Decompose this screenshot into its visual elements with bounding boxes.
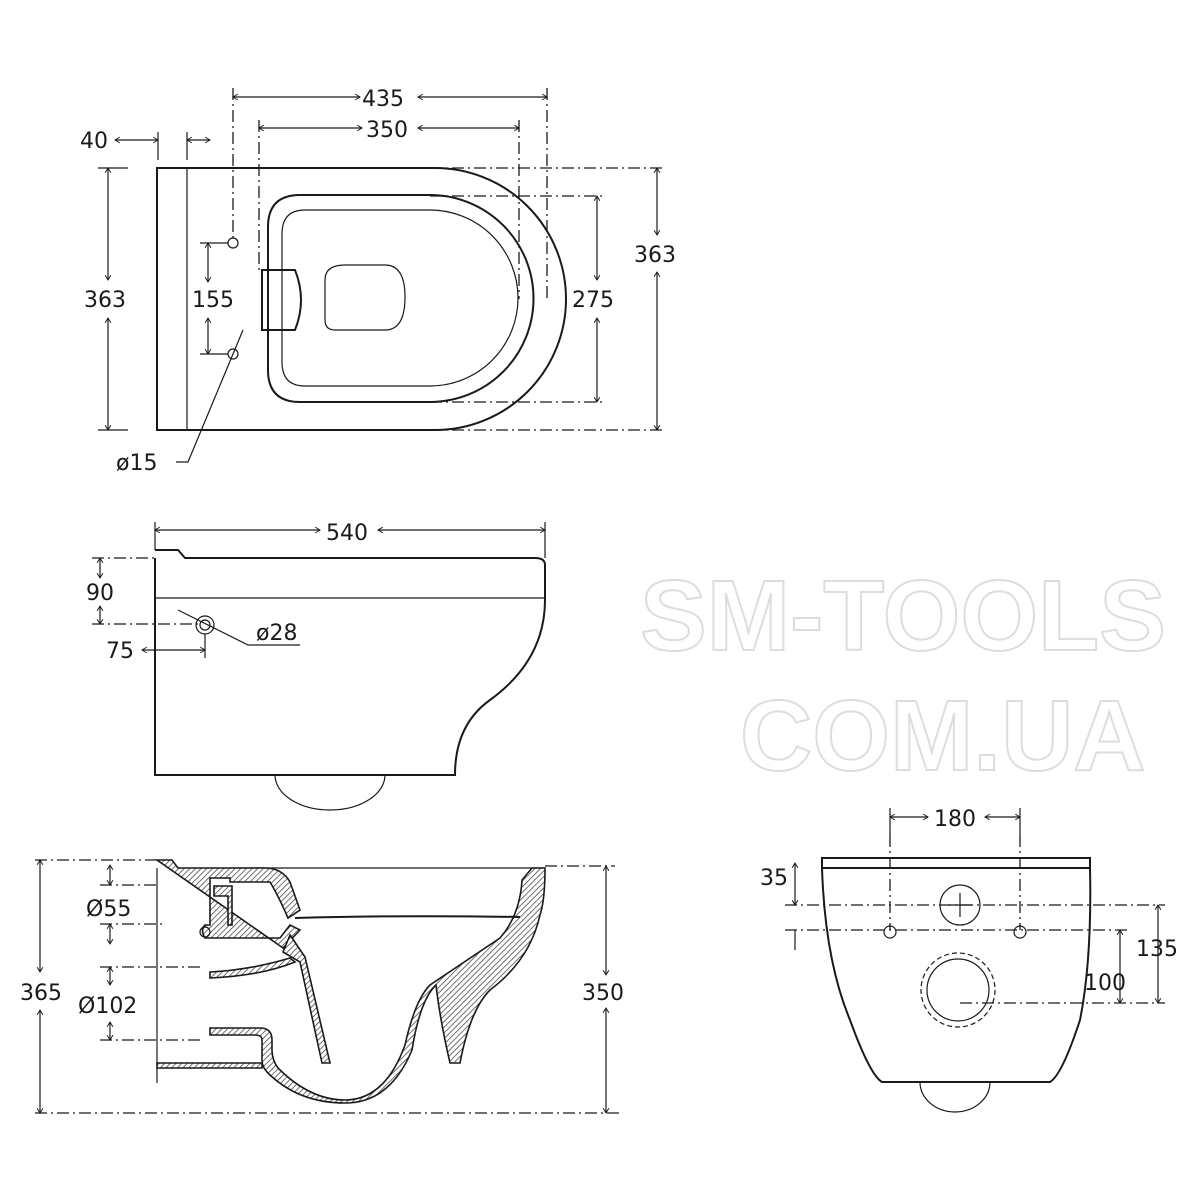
dim-90: 90: [86, 581, 114, 606]
dim-350: 350: [366, 118, 408, 143]
dim-35: 35: [760, 866, 788, 891]
back-view: 180 35 100 135: [760, 807, 1178, 1113]
watermark-line1: SM-TOOLS: [640, 560, 1166, 672]
dim-365: 365: [20, 981, 62, 1006]
dim-363-right: 363: [634, 243, 676, 268]
dim-540: 540: [326, 521, 368, 546]
dim-135: 135: [1136, 937, 1178, 962]
dim-40: 40: [80, 129, 108, 154]
dim-o55: Ø55: [86, 897, 131, 922]
dim-o15: ø15: [116, 451, 157, 476]
dim-435: 435: [362, 87, 404, 112]
side-view: 540 90 75 ø28: [86, 521, 546, 811]
dim-155: 155: [192, 288, 234, 313]
dim-350-section: 350: [582, 981, 624, 1006]
section-view: 365 350 Ø55 Ø102: [20, 860, 624, 1113]
watermark: SM-TOOLS COM.UA: [639, 559, 1167, 793]
dim-o102: Ø102: [78, 994, 137, 1019]
dim-275: 275: [572, 288, 614, 313]
dim-100: 100: [1084, 971, 1126, 996]
top-view: 435 350 40 363 155 275 363 ø15: [80, 87, 676, 476]
dim-o28: ø28: [256, 621, 297, 646]
dim-75: 75: [106, 639, 134, 664]
dim-180: 180: [934, 807, 976, 832]
dim-363-left: 363: [84, 288, 126, 313]
watermark-line2: COM.UA: [740, 680, 1146, 792]
